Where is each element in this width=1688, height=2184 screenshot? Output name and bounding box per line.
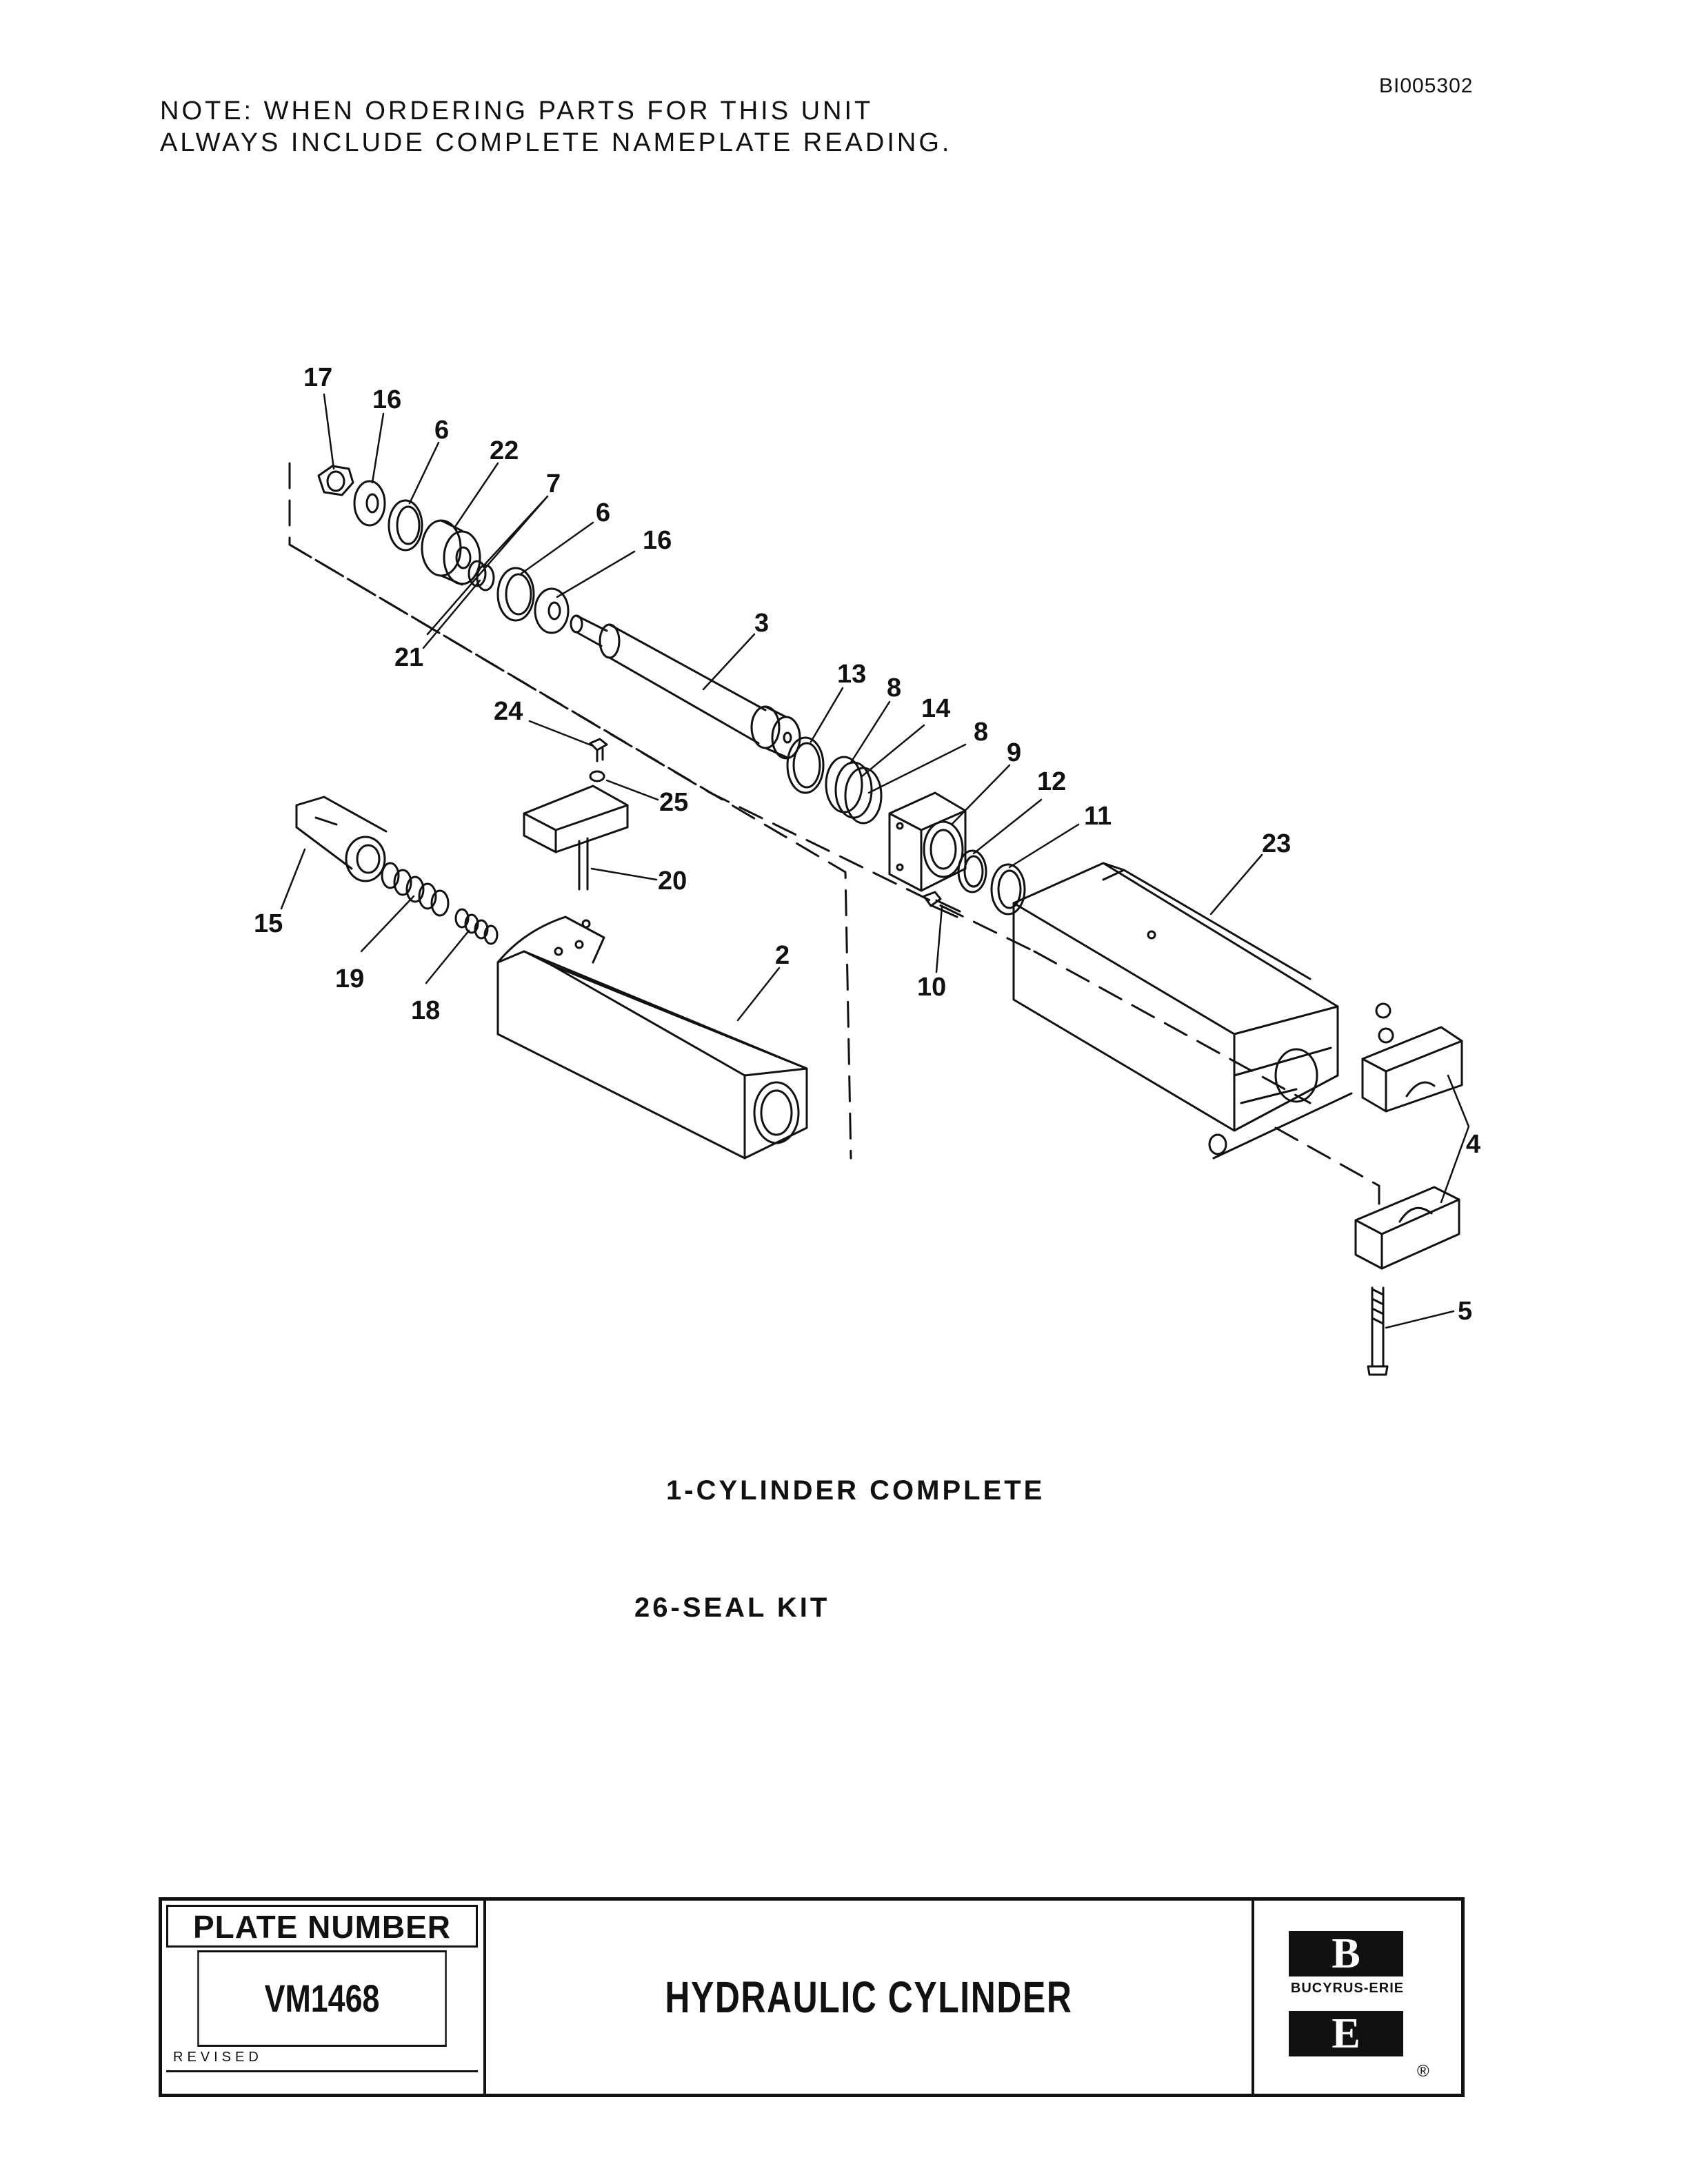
- callout-11: 11: [1084, 802, 1112, 831]
- callout-7: 7: [546, 469, 561, 498]
- part-3-piston-rod: [570, 614, 801, 760]
- callout-18: 18: [411, 996, 440, 1025]
- part-20-clamp: [523, 785, 629, 891]
- callout-leader-lines: [280, 393, 1470, 1329]
- part-10-bolt: [923, 891, 961, 918]
- caption-cylinder-complete: 1-CYLINDER COMPLETE: [666, 1475, 1045, 1506]
- part-25-washer: [589, 770, 605, 782]
- callout-2: 2: [775, 941, 790, 970]
- document-id: BI005302: [1379, 74, 1474, 97]
- callout-5: 5: [1458, 1297, 1472, 1326]
- revised-label: REVISED: [173, 2050, 263, 2065]
- drawing-title: HYDRAULIC CYLINDER: [486, 1901, 1252, 2094]
- part-15-end-fitting: [295, 796, 388, 882]
- logo-company-name: BUCYRUS-ERIE: [1290, 1981, 1405, 1996]
- logo-b-block: B: [1289, 1931, 1403, 1976]
- callout-10: 10: [917, 973, 946, 1002]
- part-16-washer-second: [534, 587, 570, 634]
- part-9-gland: [888, 791, 967, 892]
- callout-6: 6: [434, 416, 449, 445]
- part-11-seal: [990, 863, 1026, 916]
- logo-e-block: E: [1289, 2011, 1403, 2056]
- callout-12: 12: [1037, 767, 1066, 796]
- registered-mark: ®: [1417, 2062, 1429, 2081]
- bucyrus-erie-logo: B BUCYRUS-ERIE E ®: [1252, 1901, 1461, 2094]
- part-5-stud: [1367, 1286, 1389, 1376]
- callout-13: 13: [837, 660, 866, 689]
- callout-9: 9: [1007, 738, 1021, 767]
- callout-17: 17: [303, 363, 332, 392]
- part-16-washer: [353, 480, 386, 527]
- part-12-seal: [957, 849, 987, 893]
- callout-16-second: 16: [643, 526, 672, 555]
- callout-6-second: 6: [596, 498, 610, 527]
- callout-16: 16: [372, 385, 401, 414]
- part-17-nut: [317, 465, 354, 496]
- revised-divider: [166, 2070, 478, 2072]
- callout-24: 24: [494, 697, 523, 726]
- part-4-cap-lower: [1354, 1186, 1460, 1270]
- part-2-cylinder-body: [496, 916, 808, 1160]
- plate-number-value: VM1468: [197, 1950, 447, 2047]
- part-13-wiper: [786, 736, 825, 794]
- plate-number-panel: PLATE NUMBER VM1468 REVISED: [162, 1901, 486, 2094]
- part-18-spring: [454, 908, 499, 945]
- part-4-cap-upper: [1361, 1002, 1463, 1113]
- ordering-note-line-2: ALWAYS INCLUDE COMPLETE NAMEPLATE READIN…: [160, 128, 952, 157]
- part-22-piston: [421, 519, 481, 586]
- part-23-housing: [1012, 862, 1353, 1160]
- callout-8-second: 8: [974, 718, 988, 747]
- caption-seal-kit: 26-SEAL KIT: [634, 1593, 830, 1623]
- plate-number-label: PLATE NUMBER: [166, 1905, 478, 1948]
- part-24-screw: [589, 738, 608, 762]
- callout-19: 19: [335, 964, 364, 993]
- callout-3: 3: [754, 609, 769, 638]
- part-6-ring-second: [496, 567, 535, 622]
- callout-14: 14: [921, 694, 950, 723]
- callout-21: 21: [394, 643, 423, 672]
- assembly-centerline: [288, 462, 1380, 1215]
- callout-8: 8: [887, 674, 901, 702]
- ordering-note: NOTE: WHEN ORDERING PARTS FOR THIS UNIT …: [160, 95, 952, 159]
- part-8-14-rod-seals: [825, 756, 883, 825]
- part-19-spring: [381, 862, 450, 917]
- title-block: PLATE NUMBER VM1468 REVISED HYDRAULIC CY…: [159, 1897, 1465, 2097]
- ordering-note-line-1: NOTE: WHEN ORDERING PARTS FOR THIS UNIT: [160, 97, 874, 125]
- callout-4: 4: [1466, 1130, 1480, 1159]
- callout-20: 20: [658, 867, 687, 896]
- part-7-seal: [468, 560, 495, 592]
- callout-23: 23: [1262, 829, 1291, 858]
- part-6-ring: [388, 499, 423, 552]
- callout-22: 22: [490, 436, 519, 465]
- callout-15: 15: [254, 909, 283, 938]
- drawing-title-text: HYDRAULIC CYLINDER: [665, 1972, 1073, 2022]
- callout-25: 25: [659, 788, 688, 817]
